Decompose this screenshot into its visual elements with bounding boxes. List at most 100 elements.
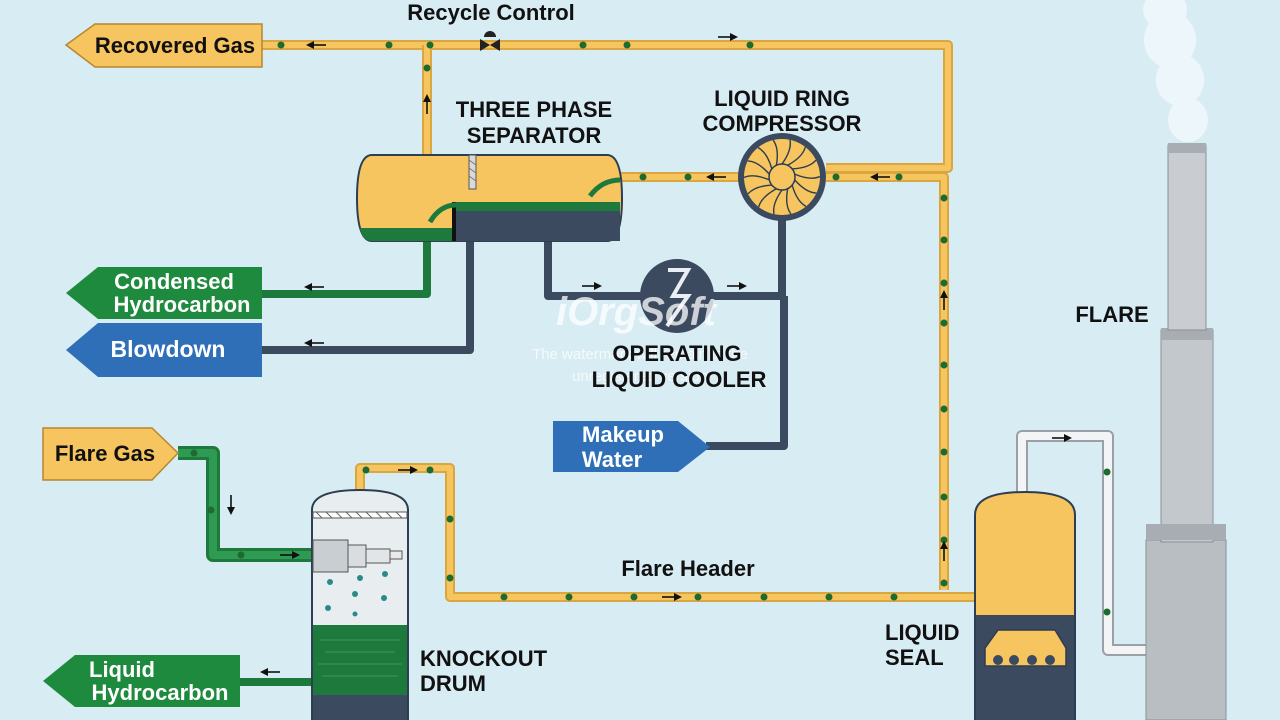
liquid-seal-drum [974, 490, 1076, 720]
flare-stack [1143, 0, 1227, 720]
flow-dot [190, 449, 198, 457]
flow-dot [1103, 608, 1111, 616]
flare-gas-label: Flare Gas [55, 441, 155, 466]
compressor-label-line2: COMPRESSOR [703, 111, 862, 136]
impeller-blade [787, 146, 806, 166]
impeller-blade [772, 189, 783, 215]
blowdown-tag: Blowdown [66, 323, 262, 377]
recovered-gas-label: Recovered Gas [95, 33, 255, 58]
recycle-control-label: Recycle Control [407, 0, 575, 25]
flow-dot [1103, 468, 1111, 476]
operating-liquid-cooler [640, 259, 714, 333]
flow-dot [237, 551, 245, 559]
flow-arrow [940, 541, 948, 561]
flow-dot [940, 405, 948, 413]
flow-arrow [727, 282, 747, 290]
impeller-blade [743, 175, 770, 181]
flare-header-label: Flare Header [621, 556, 755, 581]
flow-dot [639, 173, 647, 181]
compressor-impeller [743, 139, 821, 215]
condensed-hydrocarbon-label-line2: Hydrocarbon [114, 292, 251, 317]
three-phase-separator [355, 154, 624, 242]
flow-dot [940, 361, 948, 369]
flow-arrow [423, 94, 431, 114]
cooler-label-line2: LIQUID COOLER [592, 367, 767, 392]
flow-dot [760, 593, 768, 601]
flare-gas-pipe [178, 446, 312, 562]
flow-arrow [1052, 434, 1072, 442]
flow-dots [190, 41, 1111, 616]
liquid-hydrocarbon-tag: Liquid Hydrocarbon [43, 655, 240, 707]
impeller-blade [794, 179, 817, 194]
flow-dot [890, 593, 898, 601]
impeller-blade [757, 147, 773, 170]
flow-arrow [706, 173, 726, 181]
separator-label-line2: SEPARATOR [467, 123, 602, 148]
compressor-suction-pipe [826, 172, 949, 590]
makeup-water-label-line2: Water [582, 447, 643, 472]
flow-dot [940, 536, 948, 544]
flow-dot [426, 466, 434, 474]
flow-dot [694, 593, 702, 601]
flow-dot [940, 493, 948, 501]
flow-dot [895, 173, 903, 181]
impeller-blade [772, 139, 778, 166]
flow-arrow [662, 593, 682, 601]
impeller-blade [792, 159, 817, 170]
flow-dot [630, 593, 638, 601]
watermark-note-line1: The watermark will remain in the [532, 346, 748, 363]
watermark: iOrgSoft The watermark will remain in th… [532, 290, 748, 385]
blowdown-label: Blowdown [111, 336, 226, 362]
compressor-label-line1: LIQUID RING [714, 86, 850, 111]
recycle-control-valve [480, 31, 500, 51]
flow-dot [207, 506, 215, 514]
flow-dot [423, 64, 431, 72]
makeup-water-pipe [706, 296, 788, 450]
flow-dot [446, 515, 454, 523]
flow-dot [500, 593, 508, 601]
liquid-ring-compressor [738, 133, 826, 221]
condensed-hydrocarbon-tag: Condensed Hydrocarbon [66, 267, 262, 319]
flow-arrow [940, 290, 948, 310]
flow-dot [277, 41, 285, 49]
flow-dot [832, 173, 840, 181]
flow-arrow [260, 668, 280, 676]
flow-arrow [398, 466, 418, 474]
liquid-hydrocarbon-label-line1: Liquid [89, 657, 155, 682]
recovered-gas-tag: Recovered Gas [64, 23, 263, 68]
impeller-blade [758, 188, 777, 208]
watermark-note-line2: unregistered version [572, 368, 708, 385]
flow-dot [446, 574, 454, 582]
impeller-blade [786, 188, 792, 215]
flare-label: FLARE [1075, 302, 1148, 327]
flow-dot [565, 593, 573, 601]
liquid-hydrocarbon-label-line2: Hydrocarbon [92, 680, 229, 705]
flow-dot [940, 194, 948, 202]
knockout-drum-label-line1: KNOCKOUT [420, 646, 548, 671]
flow-dot [746, 41, 754, 49]
flare-smoke [1143, 0, 1208, 142]
flow-arrow [280, 551, 300, 559]
condensed-hydrocarbon-pipe [262, 236, 431, 298]
flare-gas-tag: Flare Gas [42, 427, 180, 481]
knockout-drum-label-line2: DRUM [420, 671, 486, 696]
flow-dot [940, 279, 948, 287]
impeller-blade [747, 184, 772, 195]
flow-dot [579, 41, 587, 49]
flow-dot [940, 579, 948, 587]
blowdown-pipe [262, 240, 474, 354]
impeller-blade [794, 173, 821, 179]
impeller-blade [747, 160, 770, 175]
condensed-hydrocarbon-label-line1: Condensed [114, 269, 234, 294]
liquid-seal-label-line2: SEAL [885, 645, 944, 670]
flow-dot [940, 448, 948, 456]
flow-arrow [227, 495, 235, 515]
makeup-water-tag: Makeup Water [553, 421, 710, 472]
flow-dot [940, 319, 948, 327]
cooler-label-line1: OPERATING [612, 341, 741, 366]
flow-arrows [227, 33, 1072, 676]
liquid-seal-label-line1: LIQUID [885, 620, 960, 645]
flow-dot [940, 236, 948, 244]
separator-label-line1: THREE PHASE [456, 97, 612, 122]
